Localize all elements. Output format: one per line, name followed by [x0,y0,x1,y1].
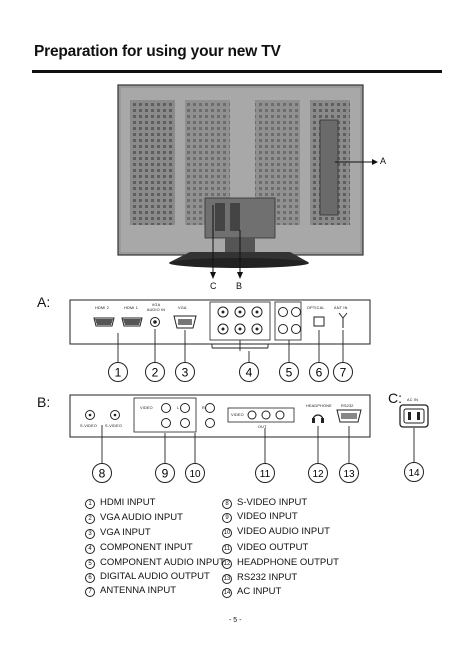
port-label-optical: OPTICAL [307,306,325,310]
port-label-audio-l: L [177,406,180,410]
svg-text:6: 6 [316,366,323,380]
marker-10: 10 [185,463,205,483]
port-label-hdmi1: HDMI 1 [124,306,139,310]
section-b-label: B: [37,394,51,410]
section-c-label: C: [388,390,402,406]
svg-text:2: 2 [152,366,159,380]
marker-3: 3 [175,362,195,382]
svg-text:14: 14 [408,468,420,479]
svg-text:9: 9 [162,467,169,481]
svg-text:12: 12 [312,469,324,480]
port-label-video-in: VIDEO [140,406,153,410]
port-label-audio-r: R [202,406,205,410]
port-label-vga: VGA [178,306,187,310]
svg-text:13: 13 [343,469,355,480]
port-label-svideo-1: S-VIDEO [80,424,98,428]
port-label-out: OUT [258,425,267,429]
callout-a: A [380,156,387,166]
port-label-vga-audio: VGA AUDIO IN [146,303,166,312]
marker-14: 14 [404,462,424,482]
marker-1: 1 [108,362,128,382]
page-title: Preparation for using your new TV [34,43,281,60]
marker-2: 2 [145,362,165,382]
marker-5: 5 [279,362,299,382]
marker-6: 6 [309,362,329,382]
port-label-headphone: HEADPHONE [306,404,332,408]
marker-12: 12 [308,463,328,483]
port-label-ant: ANT IN [334,306,348,310]
svg-text:11: 11 [260,469,271,480]
marker-7: 7 [333,362,353,382]
marker-11: 11 [255,463,275,483]
marker-13: 13 [339,463,359,483]
port-label-svideo-2: S-VIDEO [105,424,123,428]
port-label-ac-in: AC IN [407,398,419,402]
marker-8: 8 [92,463,112,483]
svg-text:5: 5 [286,366,293,380]
svg-text:3: 3 [182,366,189,380]
page-number: - 5 - [229,617,242,624]
section-a-label: A: [37,294,51,310]
svg-text:1: 1 [115,366,122,380]
marker-9: 9 [155,463,175,483]
port-label-hdmi2: HDMI 2 [95,306,110,310]
callout-b: B [236,281,243,291]
title-rule [32,70,442,73]
svg-text:10: 10 [189,469,201,480]
svg-text:7: 7 [340,366,347,380]
marker-4: 4 [239,362,259,382]
svg-text:8: 8 [99,467,106,481]
port-label-video-out: VIDEO [231,413,244,417]
svg-text:4: 4 [246,366,253,380]
callout-c: C [210,281,217,291]
port-label-rs232: RS232 [341,404,354,408]
